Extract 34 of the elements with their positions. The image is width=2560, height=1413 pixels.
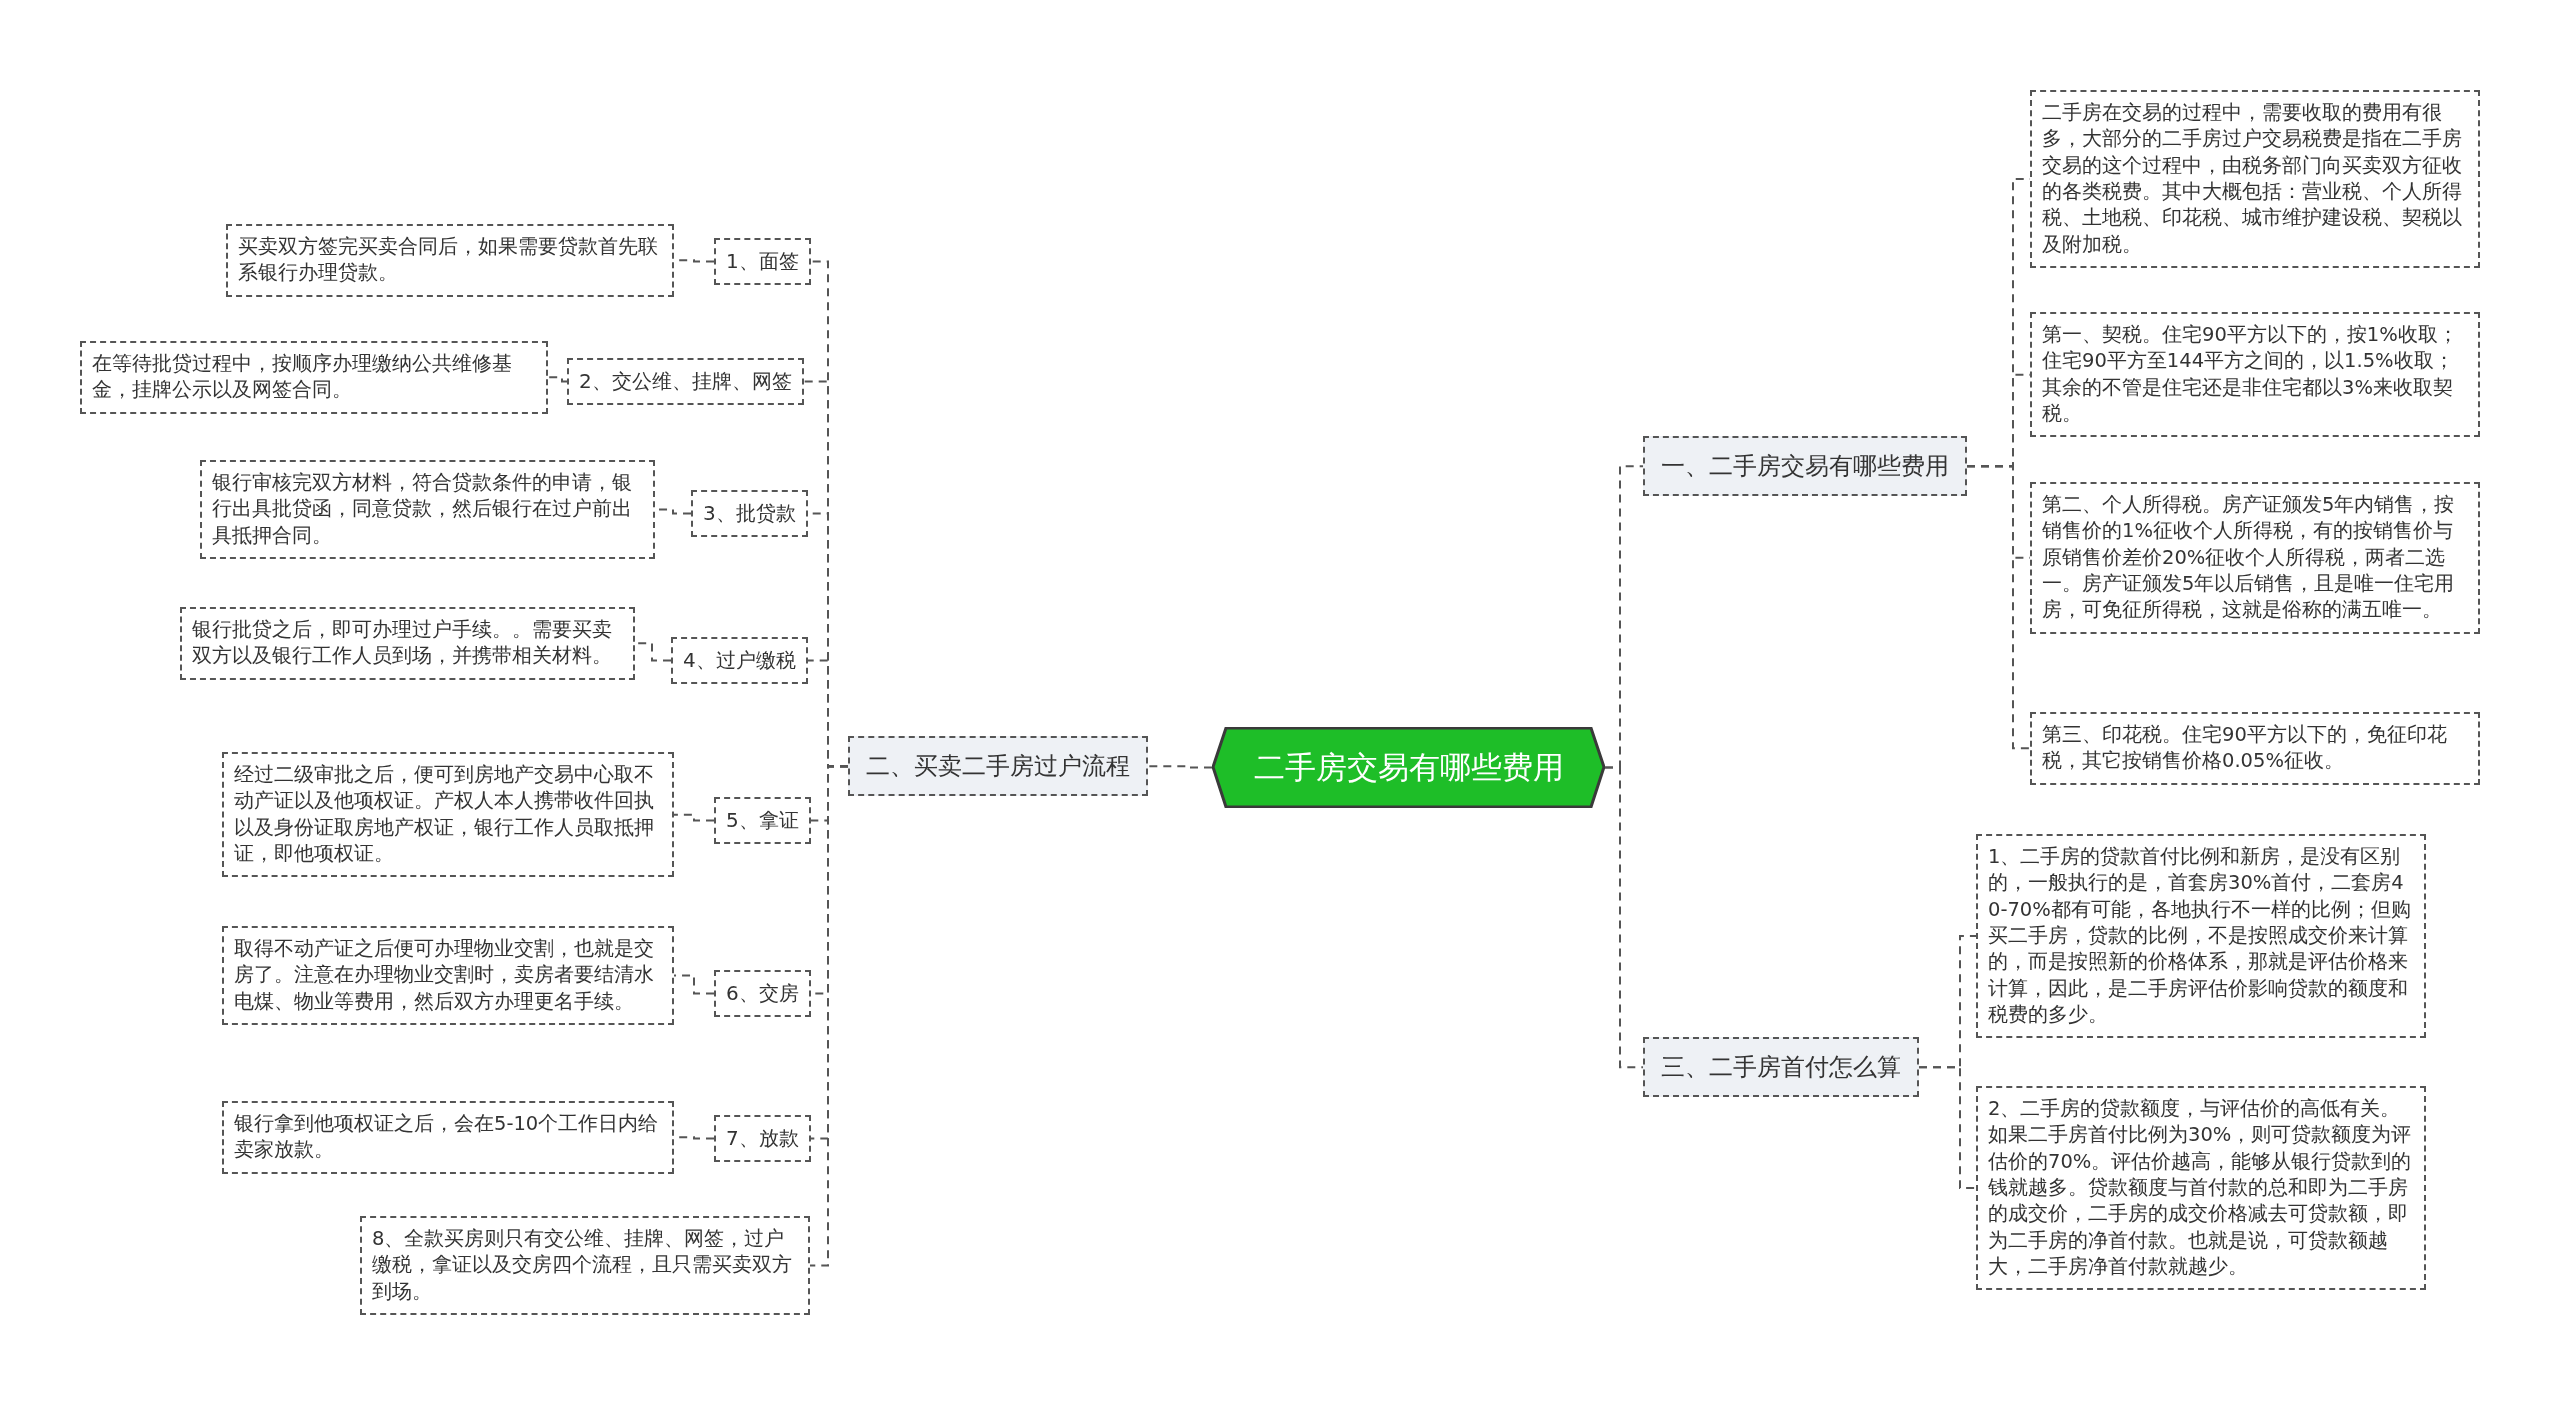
connector-line bbox=[673, 974, 715, 995]
note-box: 取得不动产证之后便可办理物业交割，也就是交房了。注意在办理物业交割时，卖房者要结清水电煤、物业等费用，然后双方办理更名手续。 bbox=[222, 926, 674, 1025]
topic-box: 一、二手房交易有哪些费用 bbox=[1643, 436, 1967, 497]
note-box: 银行审核完双方材料，符合贷款条件的申请，银行出具批贷函，同意贷款，然后银行在过户前出具抵押合同。 bbox=[200, 460, 655, 559]
connector-line bbox=[1147, 765, 1213, 769]
note-box: 第二、个人所得税。房产证颁发5年内销售，按销售价的1%征收个人所得税，有的按销售价与原销售价差价20%征收个人所得税，两者二选一。房产证颁发5年以后销售，且是唯一住宅用房，可免征所得税，这就是俗称的满五唯一。 bbox=[2030, 482, 2480, 634]
subtopic-box: 7、放款 bbox=[714, 1115, 811, 1162]
note-box: 1、二手房的贷款首付比例和新房，是没有区别的，一般执行的是，首套房30%首付，二套房40-70%都有可能，各地执行不一样的比例；但购买二手房，贷款的比例，不是按照成交价来计算的，而是按照新的价格体系，那就是评估价格来计算，因此，是二手房评估价影响贷款的额度和税费的多少。 bbox=[1976, 834, 2426, 1039]
note-box: 在等待批贷过程中，按顺序办理缴纳公共维修基金，挂牌公示以及网签合同。 bbox=[80, 341, 548, 414]
note-box: 经过二级审批之后，便可到房地产交易中心取不动产证以及他项权证。产权人本人携带收件回执以及身份证取房地产权证，银行工作人员取抵押证，即他项权证。 bbox=[222, 752, 674, 878]
connector-line bbox=[1966, 465, 2031, 750]
topic-text: 二手房交易有哪些费用 bbox=[1253, 747, 1564, 787]
subtopic-box: 1、面签 bbox=[714, 238, 811, 285]
note-box: 2、二手房的贷款额度，与评估价的高低有关。如果二手房首付比例为30%，则可贷款额度为评估价的70%。评估价越高，能够从银行贷款到的钱就越多。贷款额度与首付款的总和即为二手房的成交价，二手房的成交价格减去可贷款额，即为二手房的净首付款。也就是说，可贷款额越大，二手房净首付款就越少。 bbox=[1976, 1086, 2426, 1291]
connector-line bbox=[547, 376, 568, 383]
connector-line bbox=[809, 765, 849, 1267]
connector-line bbox=[1604, 766, 1644, 1069]
subtopic-box: 5、拿证 bbox=[714, 797, 811, 844]
note-box: 二手房在交易的过程中，需要收取的费用有很多，大部分的二手房过户交易税费是指在二手房交易的这个过程中，由税务部门向买卖双方征收的各类税费。其中大概包括：营业税、个人所得税、土地税、印花税、城市维护建设税、契税以及附加税。 bbox=[2030, 90, 2480, 268]
note-box: 第三、印花税。住宅90平方以下的，免征印花税，其它按销售价格0.05%征收。 bbox=[2030, 712, 2480, 785]
note-box: 第一、契税。住宅90平方以下的，按1%收取；住宅90平方至144平方之间的，以1.5%收取；其余的不管是住宅还是非住宅都以3%来收取契税。 bbox=[2030, 312, 2480, 438]
note-box: 买卖双方签完买卖合同后，如果需要贷款首先联系银行办理贷款。 bbox=[226, 224, 674, 297]
note-box: 银行拿到他项权证之后，会在5-10个工作日内给卖家放款。 bbox=[222, 1101, 674, 1174]
connector-line bbox=[1918, 1066, 1977, 1190]
subtopic-box: 6、交房 bbox=[714, 970, 811, 1017]
subtopic-box: 2、交公维、挂牌、网签 bbox=[567, 358, 804, 405]
topic-box: 三、二手房首付怎么算 bbox=[1643, 1037, 1919, 1098]
note-box: 银行批贷之后，即可办理过户手续。。需要买卖双方以及银行工作人员到场，并携带相关材料。 bbox=[180, 607, 635, 680]
subtopic-box: 3、批贷款 bbox=[691, 490, 808, 537]
note-box: 8、全款买房则只有交公维、挂牌、网签，过户缴税，拿证以及交房四个流程，且只需买卖双方到场。 bbox=[360, 1216, 810, 1315]
central-topic bbox=[1212, 727, 1605, 808]
connector-line bbox=[673, 813, 715, 822]
topic-box: 二、买卖二手房过户流程 bbox=[848, 736, 1148, 797]
subtopic-box: 4、过户缴税 bbox=[671, 637, 808, 684]
